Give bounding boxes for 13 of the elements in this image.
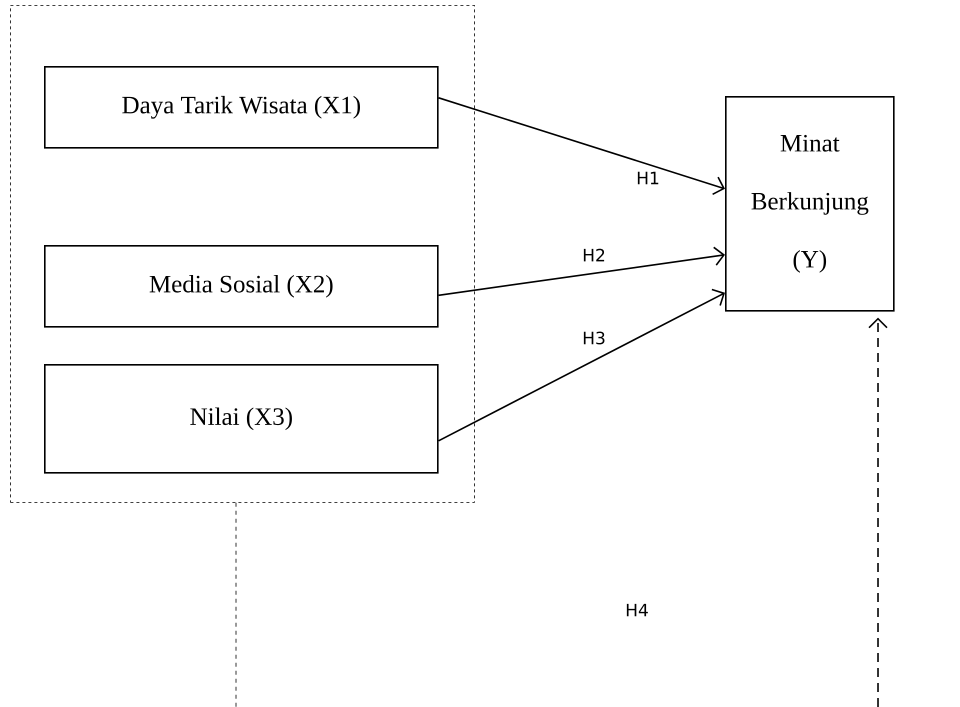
group-box [10,5,475,503]
variable-box: Media Sosial (X2) [44,245,439,328]
variable-box: Daya Tarik Wisata (X1) [44,66,439,149]
concept-box: Minat Berkunjung (Y) [725,96,895,312]
edge-label: H3 [581,330,607,346]
edge-label: H1 [635,170,661,186]
hypothesis-label: H4 [626,604,648,616]
edge-label: H2 [581,248,607,262]
arrow [438,97,725,196]
variable-box: Nilai (X3) [44,364,439,474]
arrow [438,288,726,442]
arrow [868,318,888,707]
arrow [438,246,726,296]
